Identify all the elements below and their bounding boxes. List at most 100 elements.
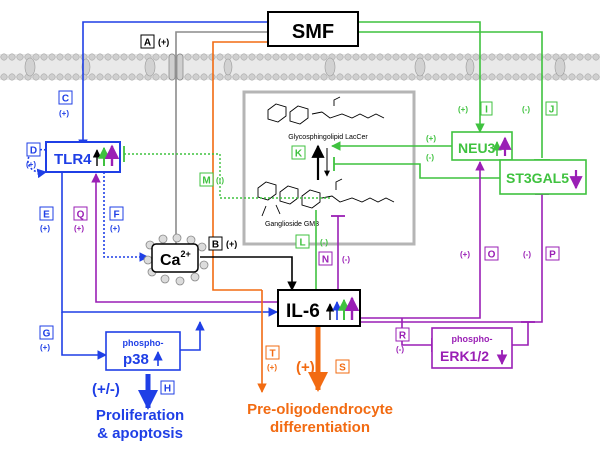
svg-text:(-): (-) <box>426 153 434 162</box>
lipid-head <box>104 53 112 61</box>
label-g: G (+) <box>39 325 54 352</box>
svg-text:D: D <box>30 146 37 157</box>
label-r: R (-) <box>395 327 410 354</box>
edge-j <box>358 31 543 158</box>
lipid-head <box>48 53 56 61</box>
label-s: S <box>335 359 350 374</box>
svg-text:(-): (-) <box>396 345 404 354</box>
lipid-head <box>408 73 416 81</box>
p38-node: phospho- p38 <box>105 331 181 371</box>
lipid-head <box>424 53 432 61</box>
svg-text:(+): (+) <box>59 109 69 118</box>
erk-node: phospho- ERK1/2 <box>431 327 513 369</box>
lipid-head <box>440 53 448 61</box>
lipid-head <box>40 53 48 61</box>
svg-text:C: C <box>62 94 69 105</box>
label-m: M (-) <box>199 172 224 187</box>
lipid-head <box>288 53 296 61</box>
svg-text:(-): (-) <box>342 255 350 264</box>
lipid-head <box>480 73 488 81</box>
prolif-line2: & apoptosis <box>97 425 183 442</box>
svg-text:P: P <box>549 250 556 261</box>
lipid-head <box>192 53 200 61</box>
svg-text:(+): (+) <box>267 363 277 372</box>
lipid-head <box>160 53 168 61</box>
label-d: D (+) <box>26 142 41 169</box>
smf-node: SMF <box>267 11 359 47</box>
svg-text:(-): (-) <box>216 176 224 185</box>
svg-text:J: J <box>549 105 555 116</box>
lipid-head <box>528 73 536 81</box>
svg-text:phospho-: phospho- <box>123 338 164 348</box>
lipid-head <box>584 53 592 61</box>
lipid-head <box>504 73 512 81</box>
gm3-label: Ganglioside GM3 <box>265 221 319 228</box>
lipid-head <box>528 53 536 61</box>
lipid-head <box>64 53 72 61</box>
svg-text:(-): (-) <box>523 250 531 259</box>
lipid-head <box>8 53 16 61</box>
lipid-head <box>112 53 120 61</box>
lipid-head <box>544 53 552 61</box>
lipid-head <box>304 73 312 81</box>
edge-m <box>124 153 330 199</box>
lipid-head <box>72 73 80 81</box>
lipid-head <box>160 73 168 81</box>
lipid-head <box>304 53 312 61</box>
lipid-head <box>472 73 480 81</box>
lipid-head <box>0 73 8 81</box>
lipid-head <box>240 53 248 61</box>
lipid-head <box>560 53 568 61</box>
lipid-head <box>216 53 224 61</box>
lipid-head <box>552 53 560 61</box>
lipid-head <box>344 73 352 81</box>
svg-text:K: K <box>295 149 303 160</box>
lipid-head <box>472 53 480 61</box>
svg-text:ERK1/2: ERK1/2 <box>440 348 489 364</box>
svg-text:(-): (-) <box>320 238 328 247</box>
st3gal5-node: ST3GAL5 <box>499 159 587 195</box>
label-n: N (-) <box>318 251 350 266</box>
svg-text:(-): (-) <box>522 105 530 114</box>
lipid-head <box>72 53 80 61</box>
label-c: C (+) <box>58 90 73 118</box>
lipid-head <box>288 73 296 81</box>
lipid-head <box>96 53 104 61</box>
lipid-head <box>512 53 520 61</box>
svg-text:Ca2+: Ca2+ <box>160 249 191 269</box>
lipid-head <box>256 73 264 81</box>
lipid-head <box>496 73 504 81</box>
lipid-head <box>344 53 352 61</box>
lipid-head <box>592 73 600 81</box>
svg-text:M: M <box>202 176 210 187</box>
lacCer-structure <box>267 96 385 125</box>
lipid-head <box>104 73 112 81</box>
lipid-head <box>88 53 96 61</box>
lipid-head <box>88 73 96 81</box>
lipid-head <box>496 53 504 61</box>
label-a: A (+) <box>140 34 169 49</box>
lipid-head <box>448 73 456 81</box>
lipid-head <box>64 73 72 81</box>
lipid-head <box>192 73 200 81</box>
svg-text:A: A <box>144 38 151 49</box>
lipid-head <box>400 53 408 61</box>
lipid-head <box>200 73 208 81</box>
svg-text:TLR4: TLR4 <box>54 151 92 168</box>
lipid-head <box>56 53 64 61</box>
lipid-head <box>408 53 416 61</box>
edge-st3gal5-k <box>334 163 502 179</box>
edge-o <box>360 161 485 319</box>
lipid-head <box>440 73 448 81</box>
edge-p38-il6 <box>180 321 205 351</box>
lipid-head <box>392 73 400 81</box>
svg-text:L: L <box>299 238 305 249</box>
svg-text:Q: Q <box>77 210 85 221</box>
lipid-head <box>520 53 528 61</box>
lipid-head <box>16 53 24 61</box>
lipid-head <box>272 73 280 81</box>
svg-text:(+): (+) <box>40 224 50 233</box>
lipid-head <box>376 73 384 81</box>
